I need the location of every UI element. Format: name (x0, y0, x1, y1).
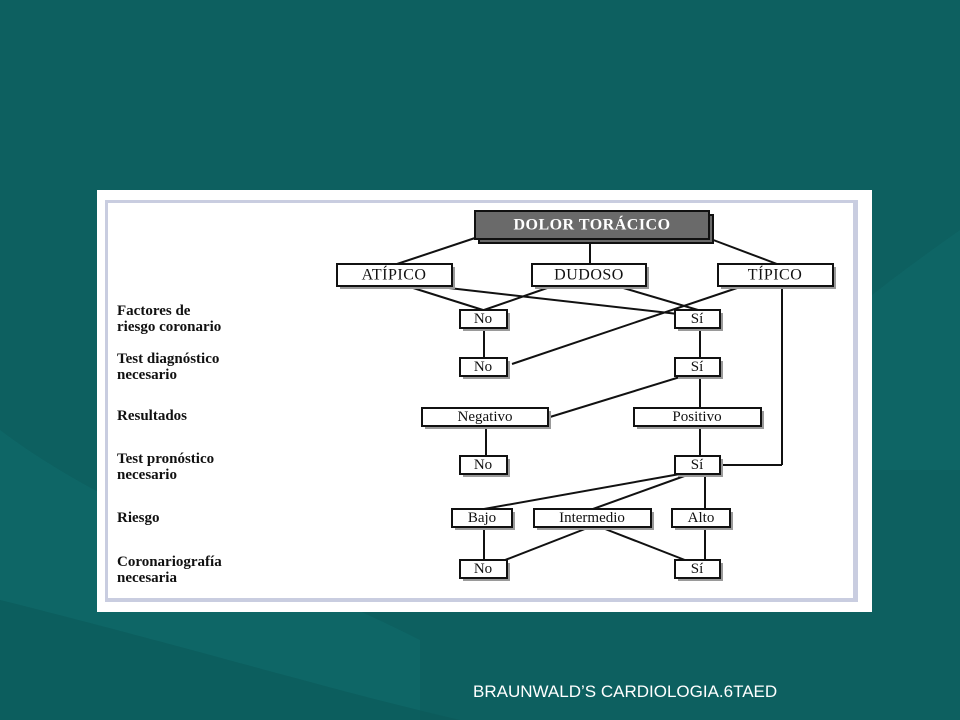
node-risk-intermedio: Intermedio (533, 508, 654, 530)
flowchart-edges (396, 237, 783, 563)
edge-root-tipico (707, 237, 778, 265)
row-label-prognostic-test: Test pronóstico necesario (117, 451, 215, 483)
node-risk-bajo: Bajo (451, 508, 515, 530)
node-label: Alto (688, 510, 715, 526)
edge-si-intermedio (592, 473, 691, 510)
edge-intermedio-no (499, 526, 591, 563)
node-atipico: ATÍPICO (336, 263, 455, 289)
edge-tipico-testno (511, 286, 741, 365)
node-dudoso: DUDOSO (531, 263, 649, 289)
node-label: DOLOR TORÁCICO (513, 215, 670, 234)
edge-dudoso-no (483, 286, 551, 311)
diagram-panel-border (105, 200, 858, 602)
node-diagnostic-test-si: Sí (674, 357, 723, 379)
node-dolor-toracico: DOLOR TORÁCICO (474, 210, 714, 244)
node-label: Sí (691, 311, 704, 327)
node-label: ATÍPICO (362, 265, 427, 284)
node-label: Intermedio (559, 510, 625, 526)
node-risk-alto: Alto (671, 508, 733, 530)
node-label: Negativo (458, 409, 513, 425)
node-label: No (474, 311, 492, 327)
row-label-diagnostic-test: Test diagnóstico necesario (117, 351, 220, 383)
node-tipico: TÍPICO (717, 263, 836, 289)
node-label: Sí (691, 561, 704, 577)
node-label: Bajo (468, 510, 496, 526)
edge-dudoso-si (619, 286, 699, 311)
node-label: No (474, 457, 492, 473)
node-angiography-si: Sí (674, 559, 723, 581)
row-label-results: Resultados (117, 408, 188, 424)
row-label-angiography: Coronariografía necesaria (117, 554, 222, 586)
edge-atipico-no (409, 286, 484, 311)
node-label: No (474, 359, 492, 375)
node-prognostic-test-si: Sí (674, 455, 723, 477)
node-risk-factors-si: Sí (674, 309, 723, 331)
node-result-positivo: Positivo (633, 407, 764, 429)
edge-test-si-negativo (549, 376, 681, 418)
node-risk-factors-no: No (459, 309, 510, 331)
row-label-risk-factors: Factores de riesgo coronario (117, 303, 222, 335)
edge-intermedio-si (599, 526, 691, 563)
node-label: TÍPICO (748, 265, 803, 284)
edge-si-bajo (483, 473, 681, 510)
node-label: No (474, 561, 492, 577)
node-label: Positivo (672, 409, 721, 425)
node-angiography-no: No (459, 559, 510, 581)
node-label: Sí (691, 359, 704, 375)
node-result-negativo: Negativo (421, 407, 551, 429)
edge-atipico-si (439, 286, 679, 315)
node-label: Sí (691, 457, 704, 473)
node-prognostic-test-no: No (459, 455, 510, 477)
node-label: DUDOSO (554, 267, 624, 284)
edge-root-atipico (396, 237, 476, 265)
row-label-risk: Riesgo (117, 510, 160, 526)
node-diagnostic-test-no: No (459, 357, 510, 379)
source-citation: BRAUNWALD’S CARDIOLOGIA.6TAED (473, 682, 778, 701)
